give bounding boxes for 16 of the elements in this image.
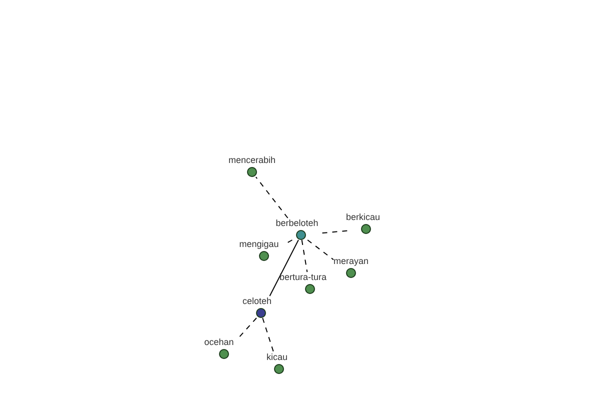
- dashed-line: [301, 240, 308, 272]
- node-label: ocehan: [204, 337, 234, 348]
- dashed-line: [255, 176, 288, 218]
- dashed-line: [262, 318, 274, 352]
- node-label: berbeloteh: [276, 218, 318, 229]
- node-label: mencerabih: [228, 155, 276, 166]
- line: [269, 240, 299, 296]
- dashed-line: [238, 318, 257, 338]
- dashed-line: [322, 230, 350, 234]
- node-label: celoteh: [242, 296, 272, 307]
- node-label: berkicau: [346, 212, 380, 223]
- node-label: mengigau: [239, 239, 279, 250]
- dashed-line: [307, 240, 334, 260]
- node-label: bertura-tura: [279, 272, 327, 283]
- node-label: kicau: [266, 352, 288, 363]
- node-label: merayan: [333, 256, 368, 267]
